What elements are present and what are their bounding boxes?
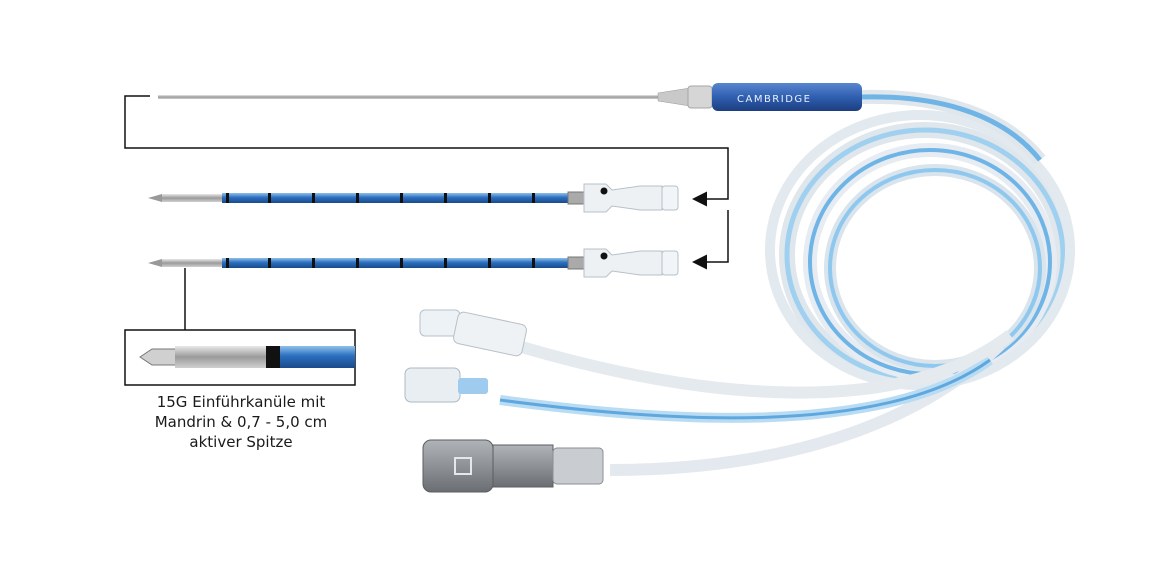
brand-label: CAMBRIDGE — [737, 94, 811, 105]
caption-line-3: aktiver Spitze — [189, 433, 293, 451]
electrode-handle — [712, 83, 862, 111]
assembly-lines — [124, 95, 729, 330]
tip-caption: 15G Einführkanüle mit Mandrin & 0,7 - 5,… — [126, 392, 356, 452]
cannula-lower — [148, 248, 679, 278]
cable-connector — [422, 439, 604, 493]
electrode: CAMBRIDGE — [158, 83, 862, 111]
cannula-upper — [148, 183, 679, 213]
luer-connector-blue — [404, 367, 488, 403]
caption-line-1: 15G Einführkanüle mit — [156, 393, 326, 411]
luer-connector-clear — [419, 309, 527, 357]
caption-line-2: Mandrin & 0,7 - 5,0 cm — [154, 413, 328, 431]
coiled-tubing — [499, 89, 1075, 476]
square-c-icon — [454, 457, 472, 475]
tip-detail-inset — [124, 329, 356, 386]
